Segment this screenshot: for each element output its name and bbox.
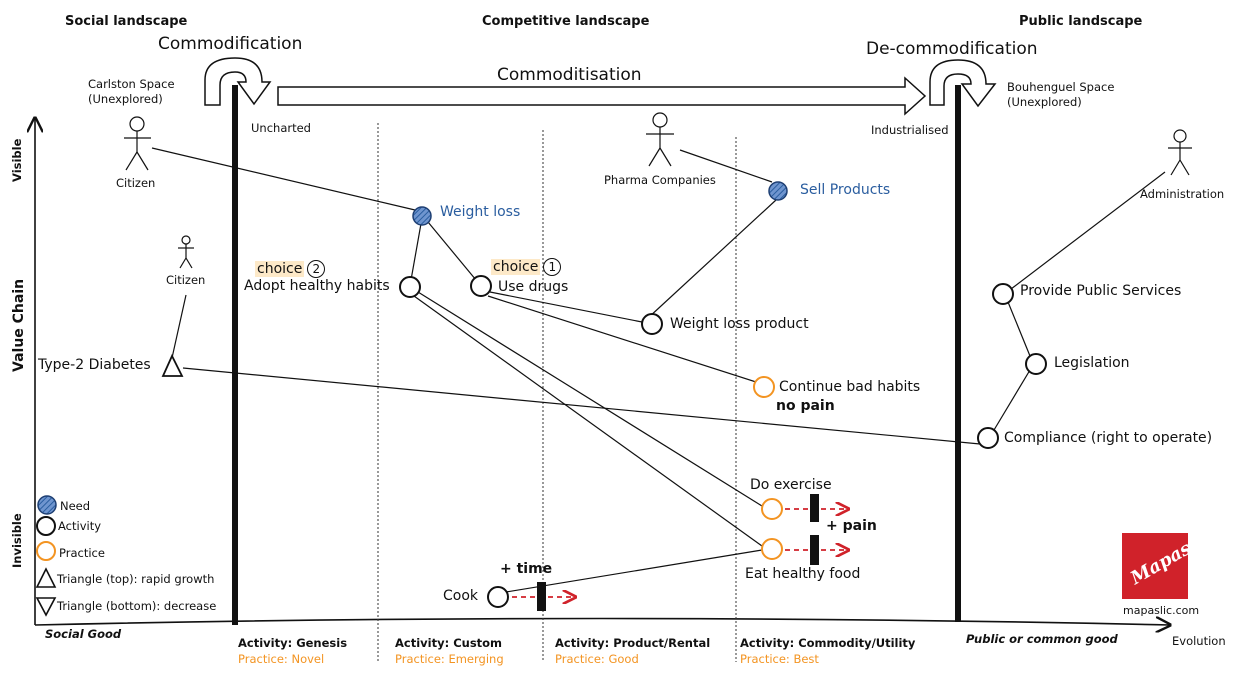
citizen-label: Citizen bbox=[116, 176, 156, 190]
mapas-logo: Mapas bbox=[1122, 533, 1195, 599]
industrialised-label: Industrialised bbox=[871, 123, 949, 137]
type2-diabetes-label: Type-2 Diabetes bbox=[38, 357, 151, 373]
competitive-landscape-header: Competitive landscape bbox=[482, 14, 650, 29]
stage-custom-practice: Practice: Emerging bbox=[395, 652, 504, 666]
plus-time-label: + time bbox=[500, 561, 553, 577]
activity-nodes bbox=[399, 275, 1047, 608]
stage-genesis-practice: Practice: Novel bbox=[238, 652, 325, 666]
value-chain-axis-label: Value Chain bbox=[11, 278, 27, 372]
compliance-label: Compliance (right to operate) bbox=[1004, 430, 1213, 446]
pharma-figure-icon bbox=[646, 112, 674, 167]
decommodification-arrow bbox=[929, 59, 997, 108]
legend-triangle-top-label: Triangle (top): rapid growth bbox=[57, 572, 215, 586]
plus-pain-label: + pain bbox=[826, 518, 877, 534]
sell-products-label: Sell Products bbox=[800, 182, 891, 198]
stage-commodity-practice: Practice: Best bbox=[740, 652, 819, 666]
x-axis bbox=[34, 619, 1170, 626]
need-sell-products-icon bbox=[768, 181, 788, 201]
provide-public-services-label: Provide Public Services bbox=[1020, 283, 1182, 299]
legend-need-icon bbox=[37, 495, 57, 515]
stage-genesis-activity: Activity: Genesis bbox=[238, 636, 348, 650]
public-good-label: Public or common good bbox=[966, 632, 1118, 646]
adopt-healthy-habits-label: Adopt healthy habits bbox=[244, 278, 390, 294]
carlston-space-label: Carlston Space bbox=[88, 77, 175, 91]
stage-product-activity: Activity: Product/Rental bbox=[555, 636, 711, 650]
inertia-markers bbox=[512, 494, 848, 611]
use-drugs-label: Use drugs bbox=[498, 279, 569, 295]
legislation-label: Legislation bbox=[1054, 355, 1130, 371]
weight-loss-product-label: Weight loss product bbox=[670, 316, 809, 332]
uncharted-label: Uncharted bbox=[251, 121, 311, 135]
legend-practice-label: Practice bbox=[59, 546, 105, 560]
stage-commodity-activity: Activity: Commodity/Utility bbox=[740, 636, 916, 650]
commoditisation-arrow bbox=[277, 76, 927, 116]
carlston-unexplored-label: (Unexplored) bbox=[88, 92, 163, 106]
legend-activity-label: Activity bbox=[58, 519, 102, 533]
public-landscape-header: Public landscape bbox=[1019, 14, 1143, 29]
citizen-figure-icon bbox=[178, 235, 194, 269]
citizen-figure-icon bbox=[124, 116, 151, 171]
commoditisation-label: Commoditisation bbox=[497, 65, 642, 85]
invisible-axis-label: Invisible bbox=[10, 513, 24, 568]
decommodification-label: De-commodification bbox=[866, 39, 1038, 59]
weight-loss-label: Weight loss bbox=[440, 204, 521, 220]
no-pain-label: no pain bbox=[776, 398, 835, 414]
need-weight-loss-icon bbox=[412, 206, 432, 226]
bouhenguel-unexplored-label: (Unexplored) bbox=[1007, 95, 1082, 109]
evolution-label: Evolution bbox=[1172, 634, 1226, 648]
administration-figure-icon bbox=[1168, 129, 1192, 176]
bouhenguel-space-label: Bouhenguel Space bbox=[1007, 80, 1115, 94]
stage-custom-activity: Activity: Custom bbox=[395, 636, 503, 650]
continue-bad-habits-label: Continue bad habits bbox=[779, 379, 921, 395]
legend-triangle-bottom-label: Triangle (bottom): decrease bbox=[57, 599, 217, 613]
pharma-label: Pharma Companies bbox=[604, 173, 716, 187]
legend-practice-icon bbox=[36, 541, 56, 561]
administration-label: Administration bbox=[1140, 187, 1225, 201]
logo-url: mapaslic.com bbox=[1123, 604, 1200, 617]
type2-triangle-icon bbox=[161, 353, 184, 377]
social-landscape-header: Social landscape bbox=[65, 14, 188, 29]
legend-triangle-up-icon bbox=[35, 567, 57, 588]
cook-label: Cook bbox=[443, 588, 479, 604]
visible-axis-label: Visible bbox=[10, 138, 24, 182]
citizen-2-label: Citizen bbox=[166, 273, 206, 287]
practice-nodes bbox=[753, 376, 783, 560]
commodification-label: Commodification bbox=[158, 34, 303, 54]
stage-product-practice: Practice: Good bbox=[555, 652, 639, 666]
do-exercise-label: Do exercise bbox=[750, 477, 832, 493]
eat-healthy-food-label: Eat healthy food bbox=[745, 566, 861, 582]
social-good-label: Social Good bbox=[45, 627, 122, 641]
dependency-links bbox=[151, 147, 1166, 593]
legend-need-label: Need bbox=[60, 499, 91, 513]
legend-triangle-down-icon bbox=[35, 597, 57, 617]
legend-activity-icon bbox=[36, 516, 56, 536]
commodification-arrow bbox=[204, 57, 272, 106]
